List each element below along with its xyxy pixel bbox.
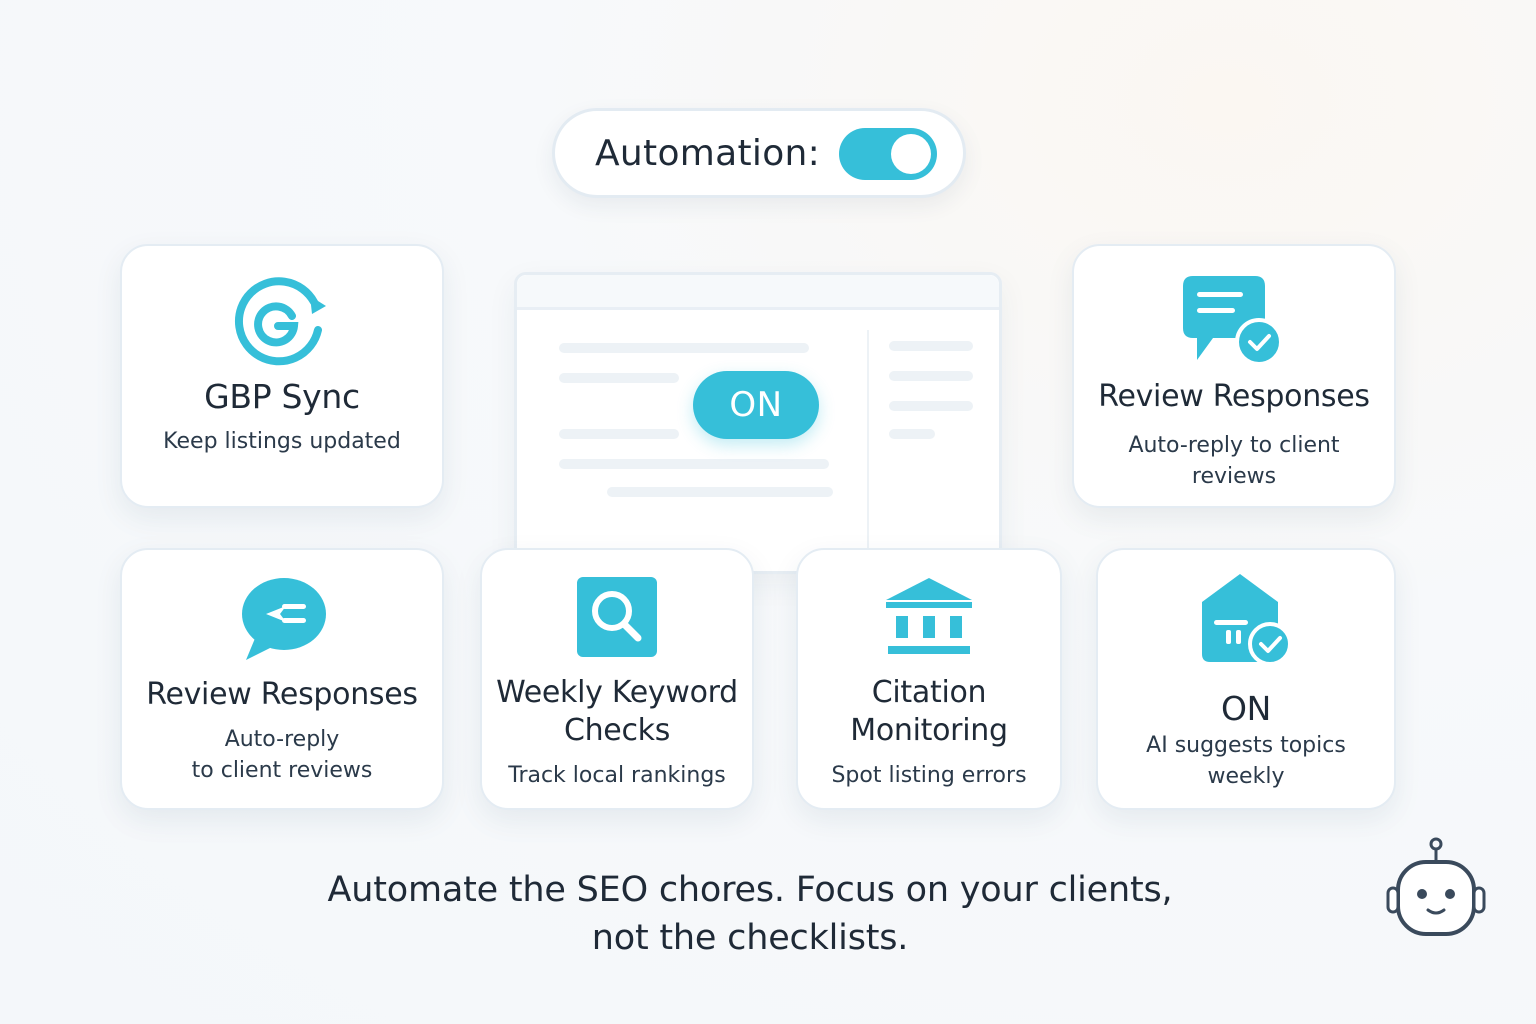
placeholder-line: [559, 343, 809, 353]
card-description-line2: weekly: [1207, 764, 1285, 789]
card-title: ON: [1220, 689, 1272, 728]
google-sync-icon: [235, 277, 326, 366]
card-description: Track local rankings: [508, 763, 726, 788]
card-review-responses-top[interactable]: Review Responses Auto-reply to client re…: [1072, 244, 1396, 508]
card-title: Review Responses: [146, 677, 418, 712]
card-citation-monitoring[interactable]: Citation Monitoring Spot listing errors: [796, 548, 1062, 810]
card-title-line1: Weekly Keyword: [496, 675, 738, 710]
building-icon: [886, 578, 972, 654]
card-ai-topics[interactable]: ON AI suggests topics weekly: [1096, 548, 1396, 810]
home-check-icon: [1202, 574, 1292, 666]
automation-switch[interactable]: [839, 128, 937, 180]
search-icon: [577, 577, 657, 657]
card-title-line2: Checks: [563, 713, 671, 748]
chat-check-icon: [1183, 276, 1283, 366]
placeholder-line: [889, 429, 935, 439]
placeholder-line: [889, 341, 973, 351]
mock-window-divider: [867, 330, 869, 550]
placeholder-line: [607, 487, 833, 497]
tagline: Automate the SEO chores. Focus on your c…: [250, 866, 1250, 962]
robot-icon: [1386, 837, 1486, 936]
card-description: Spot listing errors: [831, 763, 1027, 788]
card-description-line1: Auto-reply to client: [1128, 433, 1340, 458]
card-title-line1: Citation: [871, 675, 987, 710]
card-gbp-sync[interactable]: GBP Sync Keep listings updated: [120, 244, 444, 508]
card-review-responses-bottom[interactable]: Review Responses Auto-reply to client re…: [120, 548, 444, 810]
automation-switch-knob: [891, 134, 931, 174]
on-status-pill[interactable]: ON: [693, 371, 819, 439]
placeholder-line: [559, 459, 829, 469]
automation-toggle-pill[interactable]: Automation:: [552, 108, 966, 198]
placeholder-line: [889, 401, 973, 411]
card-title: Review Responses: [1098, 379, 1370, 414]
card-description-line2: to client reviews: [191, 758, 373, 783]
card-description: Keep listings updated: [163, 429, 401, 454]
card-description-line2: reviews: [1191, 464, 1277, 489]
tagline-line2: not the checklists.: [591, 918, 909, 958]
card-description-line1: Auto-reply: [224, 727, 340, 752]
mock-window-titlebar: [517, 275, 999, 310]
dashboard-mock-window: ON: [514, 272, 1002, 574]
card-weekly-keyword-checks[interactable]: Weekly Keyword Checks Track local rankin…: [480, 548, 754, 810]
placeholder-line: [889, 371, 973, 381]
card-title-line2: Monitoring: [850, 713, 1008, 748]
placeholder-line: [559, 429, 679, 439]
card-title: GBP Sync: [204, 377, 360, 416]
card-description-line1: AI suggests topics: [1146, 733, 1346, 758]
placeholder-line: [559, 373, 679, 383]
chat-bubble-icon: [242, 578, 326, 660]
automation-label: Automation:: [595, 133, 821, 174]
tagline-line1: Automate the SEO chores. Focus on your c…: [327, 870, 1173, 910]
